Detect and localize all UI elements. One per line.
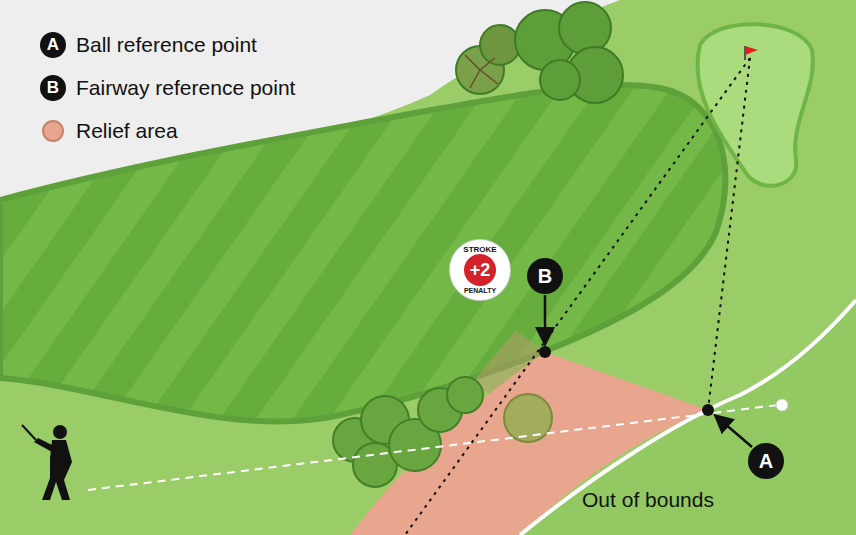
callout-circle: B	[527, 258, 563, 294]
legend-swatch	[42, 120, 64, 142]
annotation-label: Out of bounds	[582, 488, 714, 512]
node-text: +2	[464, 254, 496, 286]
node-text: STROKE	[463, 245, 496, 254]
node-text: PENALTY	[464, 286, 496, 295]
legend-text: Ball reference point	[76, 33, 257, 57]
legend-letter: B	[47, 78, 59, 98]
legend-marker: A	[40, 32, 66, 58]
legend-text: Fairway reference point	[76, 76, 295, 100]
legend-marker: B	[40, 75, 66, 101]
node-text: B	[538, 265, 552, 288]
node-text: A	[759, 450, 773, 473]
legend-text: Relief area	[76, 119, 178, 143]
penalty-badge: STROKE+2PENALTY	[450, 240, 510, 300]
legend-letter: A	[47, 35, 59, 55]
callout-circle: A	[748, 443, 784, 479]
